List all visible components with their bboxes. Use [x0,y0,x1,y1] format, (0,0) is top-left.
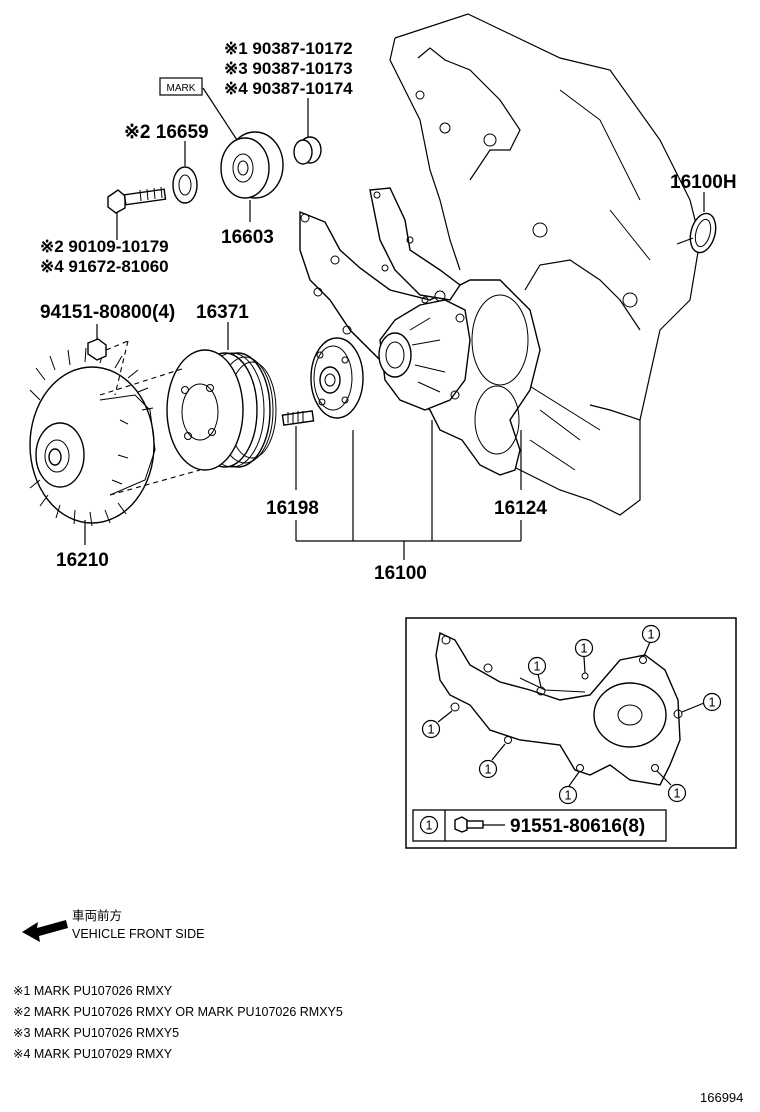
callout-top-bolt-1: ※1 90387-10172 [224,39,353,58]
gasket-16100h-illustration [676,192,717,254]
circle-marker: 1 [558,785,578,805]
callout-bolt-4: ※4 91672-81060 [40,257,169,276]
circle-marker: 1 [667,783,687,803]
bolt-90109-illustration [107,186,167,214]
illustration-id: 166994 [700,1090,743,1105]
circle-marker: 1 [702,692,722,712]
water-pump-illustration [378,290,471,411]
svg-text:1: 1 [534,660,541,674]
callout-stud: 16198 [266,498,319,519]
legend-part-number: 91551-80616(8) [510,816,645,837]
callout-fan-coupling: 16210 [56,550,109,571]
callout-idler-pulley: 16603 [221,227,274,248]
circle-marker: 1 [478,759,498,779]
vehicle-front-arrow-icon [22,920,68,942]
circle-marker: 1 [574,638,594,658]
fan-pulley-illustration [166,349,277,471]
footnote: ※2 MARK PU107026 RMXY OR MARK PU107026 R… [13,1005,343,1019]
callout-bolt-2: ※2 90109-10179 [40,237,169,256]
bolt-icon [454,816,505,833]
leader-lines [84,87,522,560]
callout-idler-cover: ※2 16659 [124,122,209,143]
pump-flange-illustration [310,337,364,419]
svg-text:1: 1 [648,628,655,642]
circle-marker: 1 [641,624,661,644]
mark-box-label: MARK [167,83,196,94]
legend-marker: 1 [426,819,433,833]
spacer-90387-illustration [293,136,322,165]
nut-illustration [87,338,129,396]
stud-16198-illustration [281,410,315,426]
callout-pump-assy: 16100 [374,563,427,584]
svg-text:1: 1 [485,763,492,777]
footnote: ※4 MARK PU107029 RMXY [13,1047,173,1061]
timing-cover-illustration [389,13,701,516]
svg-text:1: 1 [709,696,716,710]
idler-pulley-illustration [220,131,284,199]
svg-text:1: 1 [581,642,588,656]
svg-text:1: 1 [565,789,572,803]
callout-fan-pulley: 16371 [196,302,249,323]
svg-text:1: 1 [674,787,681,801]
idler-cover-illustration [172,166,198,204]
callout-nut: 94151-80800(4) [40,302,175,323]
footnote: ※1 MARK PU107026 RMXY [13,984,173,998]
circle-marker: 1 [421,719,441,739]
fan-coupling-illustration [29,347,201,527]
footnote: ※3 MARK PU107026 RMXY5 [13,1026,179,1040]
direction-label-jp: 車両前方 [72,908,122,923]
circle-marker: 1 [527,656,547,676]
callout-pump-gasket: 16124 [494,498,547,519]
callout-top-bolt-4: ※4 90387-10174 [224,79,353,98]
callout-gasket-h: 16100H [670,172,737,193]
detail-legend: 1 91551-80616(8) [412,809,667,842]
callout-top-bolt-3: ※3 90387-10173 [224,59,353,78]
direction-label-en: VEHICLE FRONT SIDE [72,927,204,941]
svg-text:1: 1 [428,723,435,737]
mark-box [159,77,203,96]
